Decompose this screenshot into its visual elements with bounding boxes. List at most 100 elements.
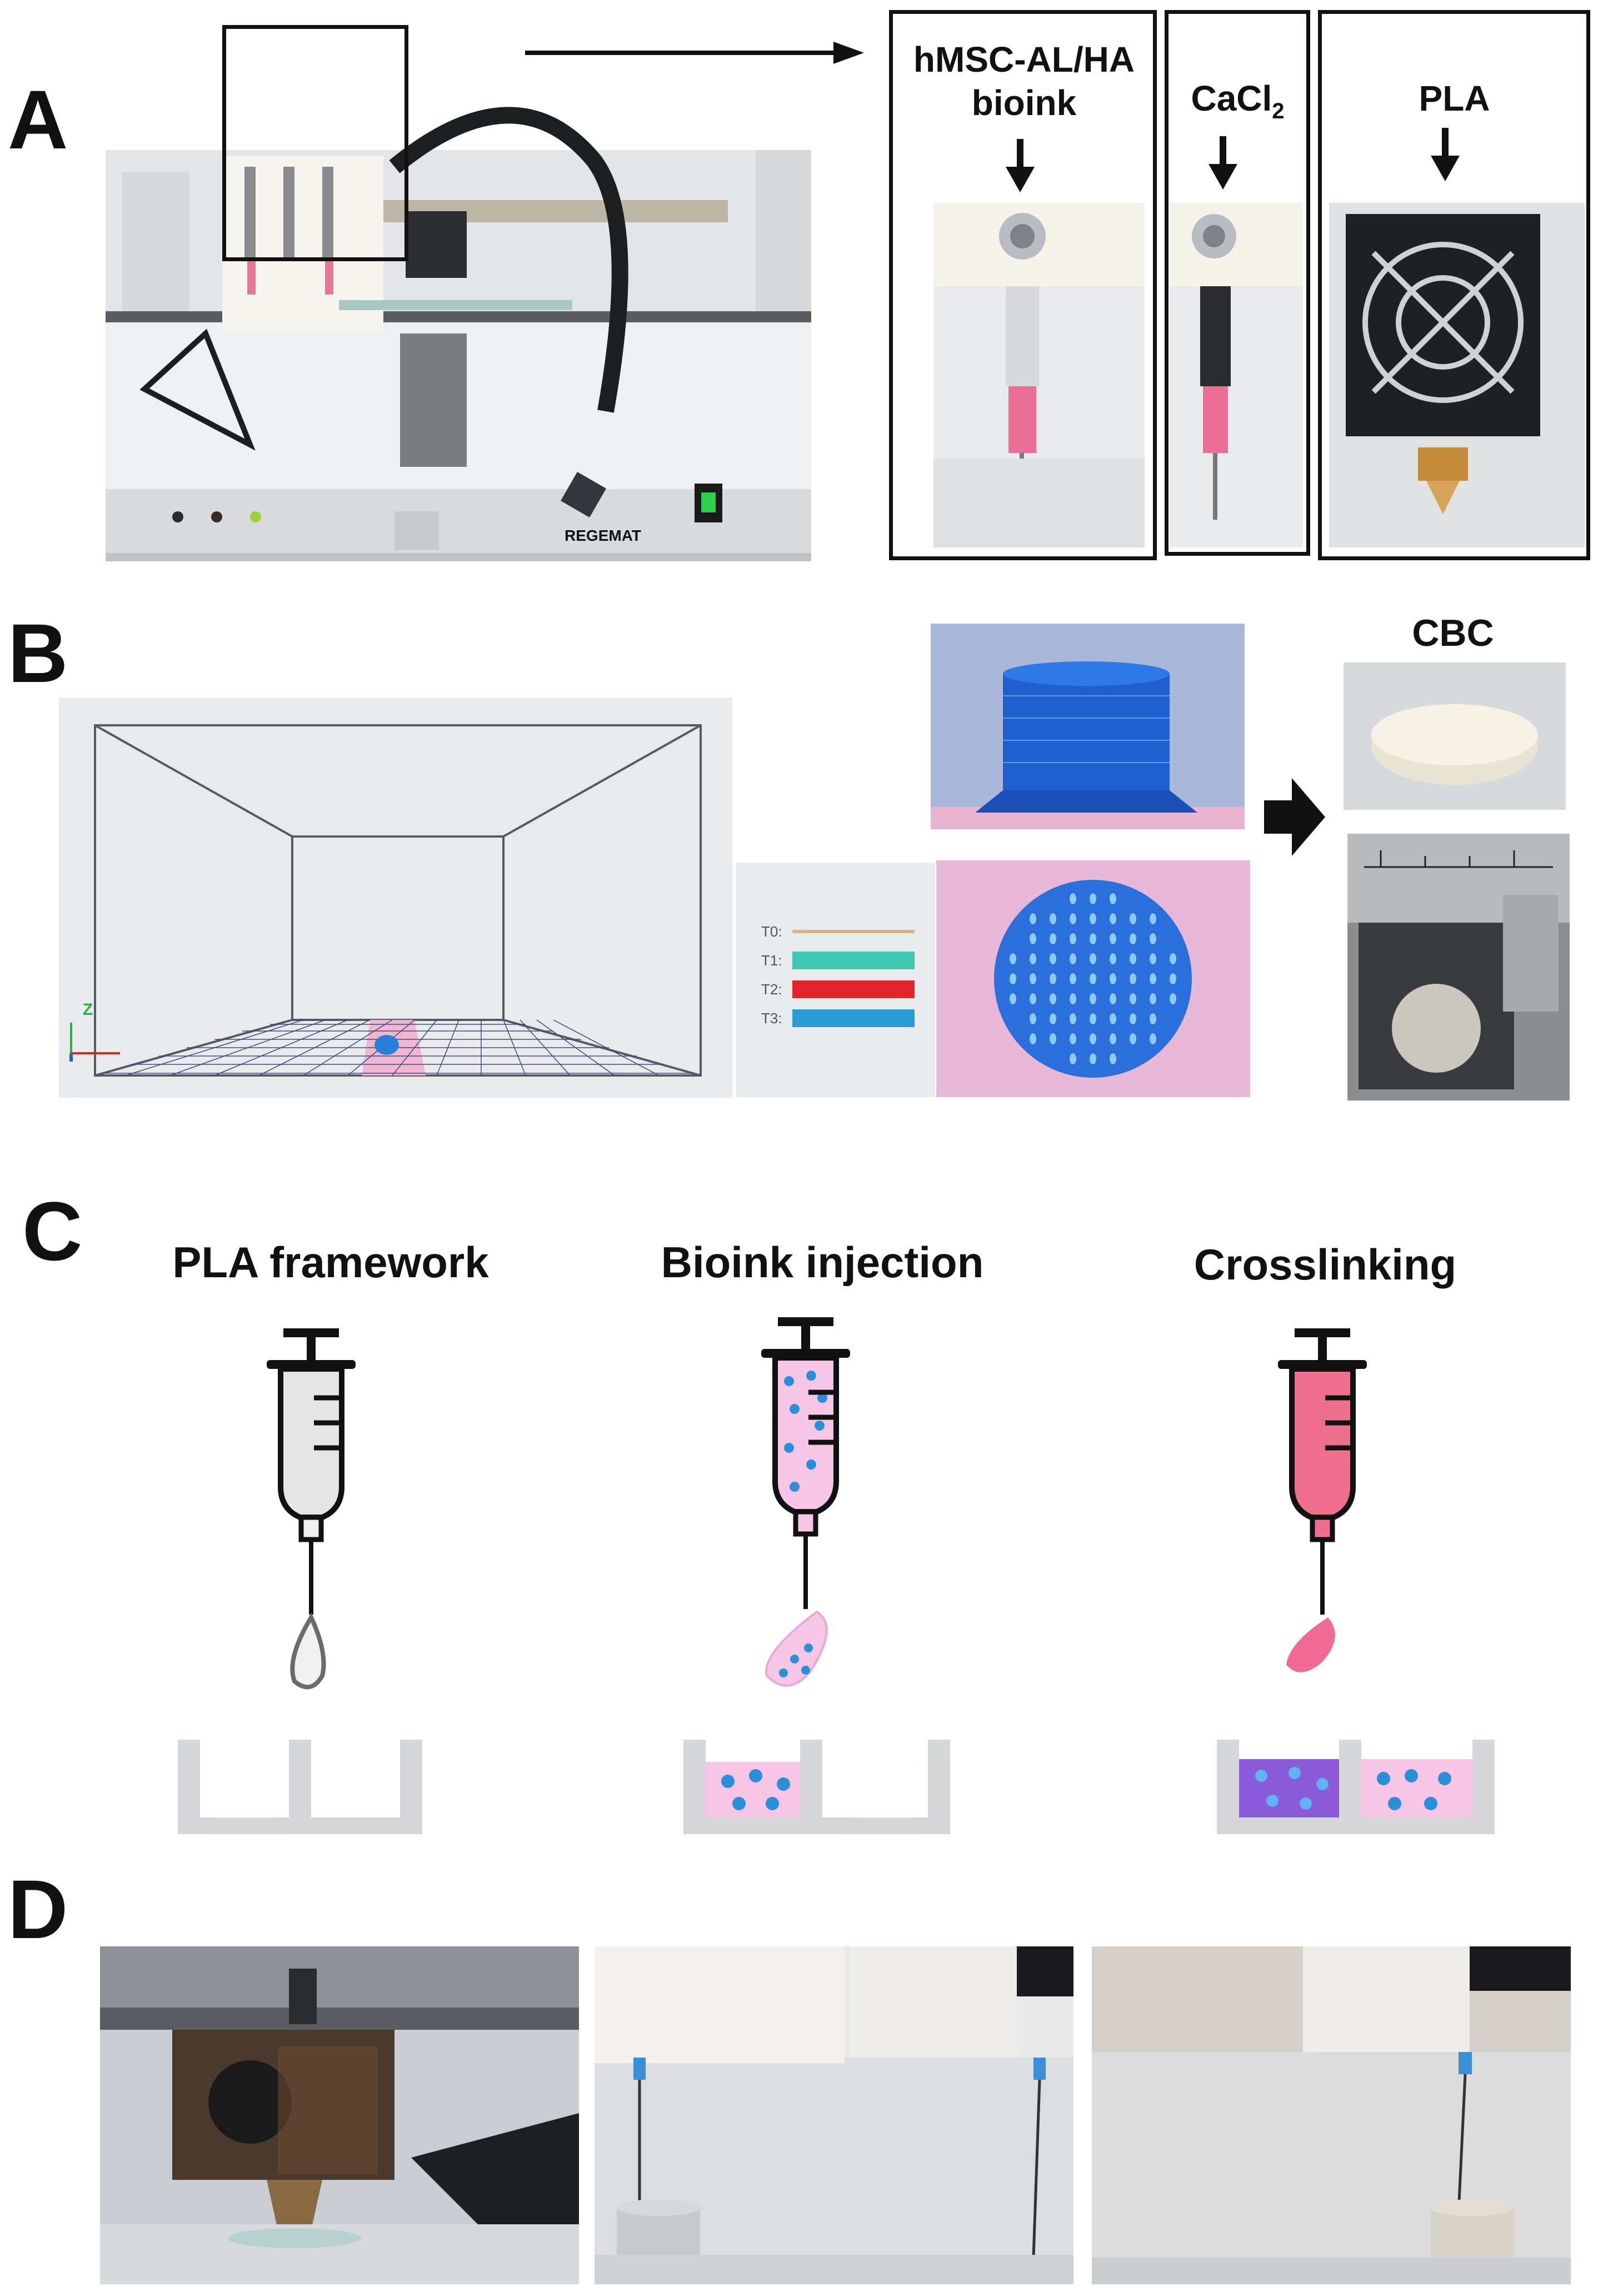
printhead-highlight-box xyxy=(222,25,408,261)
arrow-to-construct xyxy=(1264,778,1325,856)
pla-frame-crosslinked-icon xyxy=(1217,1740,1495,1834)
crosslinker-printing-photo xyxy=(1092,1946,1571,2284)
pore-dot xyxy=(1110,993,1116,1004)
pore-dot xyxy=(1130,933,1136,944)
bioink-label-line1: hMSC-AL/HA xyxy=(913,39,1135,79)
pore-dot xyxy=(1090,893,1096,904)
pore-dot xyxy=(1110,973,1116,984)
cacl2-cartridge-box xyxy=(1165,10,1310,556)
tool-label-t1: T1: xyxy=(761,952,782,969)
build-volume-view xyxy=(59,698,732,1098)
syringe-crosslinker-icon xyxy=(1278,1328,1367,1672)
pore-dot xyxy=(1090,933,1096,944)
pore-dot xyxy=(1150,993,1156,1004)
cacl2-label: CaCl2 xyxy=(1167,78,1309,124)
bioink-printing-photo xyxy=(595,1946,1073,2284)
tool-legend xyxy=(736,863,935,1097)
pore-dot xyxy=(1110,933,1116,944)
pore-dot xyxy=(1050,1013,1056,1024)
pore-dot xyxy=(1130,1013,1136,1024)
pore-dot xyxy=(1110,1013,1116,1024)
pla-printing-photo xyxy=(100,1946,579,2284)
syringe-pla-icon xyxy=(267,1328,356,1690)
pore-dot xyxy=(1050,953,1056,964)
pore-dot xyxy=(1150,1033,1156,1044)
pore-dot xyxy=(1070,1013,1076,1024)
pore-dot xyxy=(1030,913,1036,924)
pla-label: PLA xyxy=(1419,78,1490,118)
pore-dot xyxy=(1030,1013,1036,1024)
pla-extruder-box xyxy=(1318,10,1590,560)
pore-dot xyxy=(1170,973,1176,984)
bioink-cartridge-photo xyxy=(933,203,1145,547)
pore-dot xyxy=(1070,913,1076,924)
pore-dot xyxy=(1090,993,1096,1004)
cylinder-top-view xyxy=(936,860,1250,1097)
bioink-label-line2: bioink xyxy=(971,83,1077,123)
pore-dot xyxy=(1110,953,1116,964)
pore-dot xyxy=(1170,953,1176,964)
pore-dot xyxy=(1010,993,1016,1004)
pore-dot xyxy=(1030,1033,1036,1044)
pore-dot xyxy=(1050,993,1056,1004)
pla-down-arrow xyxy=(1431,128,1460,181)
pore-dot xyxy=(1050,933,1056,944)
pore-dot xyxy=(1130,993,1136,1004)
pore-dot xyxy=(1070,1033,1076,1044)
axis-z-label: Z xyxy=(82,1000,93,1019)
tool-swatch-t2 xyxy=(792,980,915,998)
pore-dot xyxy=(1150,1013,1156,1024)
bioink-cartridge-box xyxy=(889,10,1157,560)
pore-dot xyxy=(1110,913,1116,924)
pore-dot xyxy=(1070,893,1076,904)
pore-dot xyxy=(1030,973,1036,984)
cacl2-cartridge-photo xyxy=(1170,203,1303,547)
panel-letter-a: A xyxy=(8,73,68,166)
arrow-to-zoom xyxy=(525,42,864,64)
pore-dot xyxy=(1130,953,1136,964)
pla-frame-icon xyxy=(178,1740,422,1834)
pore-dot xyxy=(1050,1033,1056,1044)
pore-dot xyxy=(1090,1013,1096,1024)
pore-dot xyxy=(1050,913,1056,924)
pore-dot xyxy=(1150,913,1156,924)
pore-dot xyxy=(1010,953,1016,964)
pore-dot xyxy=(1070,953,1076,964)
bioink-down-arrow xyxy=(1006,139,1035,192)
cacl2-label-subscript: 2 xyxy=(1272,98,1285,123)
pore-dot xyxy=(1030,953,1036,964)
tool-swatch-t0 xyxy=(792,930,915,933)
cacl2-label-text: CaCl xyxy=(1191,78,1272,118)
tool-row-t2: T2: xyxy=(761,975,928,1004)
panel-letter-d: D xyxy=(8,1862,68,1956)
pore-dot xyxy=(1170,993,1176,1004)
pore-dot xyxy=(1130,973,1136,984)
pore-dot xyxy=(1090,1033,1096,1044)
cacl2-down-arrow xyxy=(1209,136,1237,190)
tool-row-t3: T3: xyxy=(761,1004,928,1033)
panel-letter-b: B xyxy=(8,606,68,700)
step-title-pla-framework: PLA framework xyxy=(172,1238,489,1287)
tool-swatch-t3 xyxy=(792,1009,915,1027)
pore-dot xyxy=(1130,1033,1136,1044)
pore-dot xyxy=(1090,913,1096,924)
tool-label-t0: T0: xyxy=(761,923,782,940)
pore-dot xyxy=(1050,973,1056,984)
cylinder-side-view xyxy=(931,624,1245,829)
cbc-construct-photo xyxy=(1344,663,1566,810)
pla-frame-bioink-filled-icon xyxy=(683,1740,950,1834)
pore-dot xyxy=(1090,973,1096,984)
tool-label-t3: T3: xyxy=(761,1009,782,1027)
tool-legend-list: T0: T1: T2: T3: xyxy=(761,917,928,1033)
pore-dot xyxy=(1070,1053,1076,1064)
pla-extruder-photo xyxy=(1329,203,1585,547)
pore-dot xyxy=(1110,1053,1116,1064)
pore-dot xyxy=(1030,993,1036,1004)
pore-dot xyxy=(1070,993,1076,1004)
pore-dot xyxy=(1090,1053,1096,1064)
pore-dot xyxy=(1030,933,1036,944)
step-title-bioink-injection: Bioink injection xyxy=(661,1238,984,1287)
pore-dot xyxy=(1090,953,1096,964)
tool-row-t0: T0: xyxy=(761,917,928,946)
step-title-crosslinking: Crosslinking xyxy=(1193,1240,1457,1289)
